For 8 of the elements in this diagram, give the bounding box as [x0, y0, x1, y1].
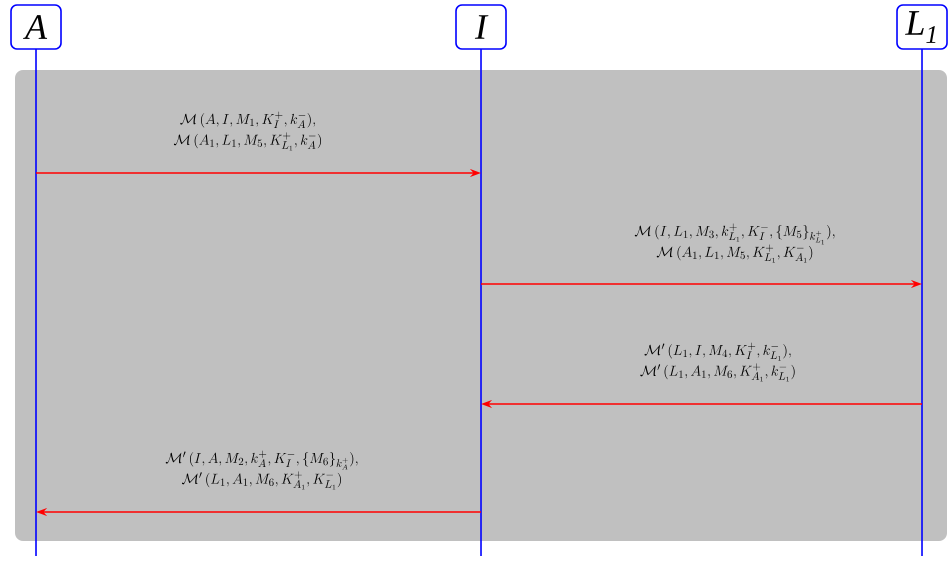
message-label: $\begin{array}{c}\mathcal{M}'\,(I, A, M_2, k^{+}_{A}, K^{-}_{I}, \{M_6\}_{k^{+}_{A}}),\\[4pt] \mathcal{M}'\,(L_1, A_1, M_6, K^{+}_{A_1}, K^{-}_{L_1})\end{array}$ — [159, 450, 365, 490]
message-label: $\begin{array}{c}\mathcal{M}\,(A, I, M_1, K^{+}_{I}, k^{-}_{A}),\\[4pt] \mathcal{M}\,(A_1, L_1, M_5, K^{+}_{L_1}, k^{-}_{A})\end{array}$ — [168, 110, 328, 152]
lifeline-drawing: A — [10, 4, 62, 556]
lifeline-drawing: I — [455, 4, 507, 556]
message-label: $\begin{array}{c}\mathcal{M}\,(I, L_1, M_3, k^{+}_{L_1}, K^{-}_{I}, \{M_5\}_{k^{+}_{L_1}}),\\[4pt] \mathcal{M}\,(A_1, L_1, M_5, K^{+}_{L_1}, K^{-}_{A_1})\end{array}$ — [628, 222, 842, 264]
message-label: $\begin{array}{c}\mathcal{M}'\,(L_1, I, M_4, K^{+}_{I}, k^{-}_{L_1}),\\[4pt] \mathcal{M}'\,(L_1, A_1, M_6, K^{+}_{A_1}, k^{-}_{L_1})\end{array}$ — [634, 342, 802, 382]
lifeline-drawing: L$_{1}$ — [896, 4, 948, 556]
node-label: L$_{1}$ — [905, 11, 936, 43]
